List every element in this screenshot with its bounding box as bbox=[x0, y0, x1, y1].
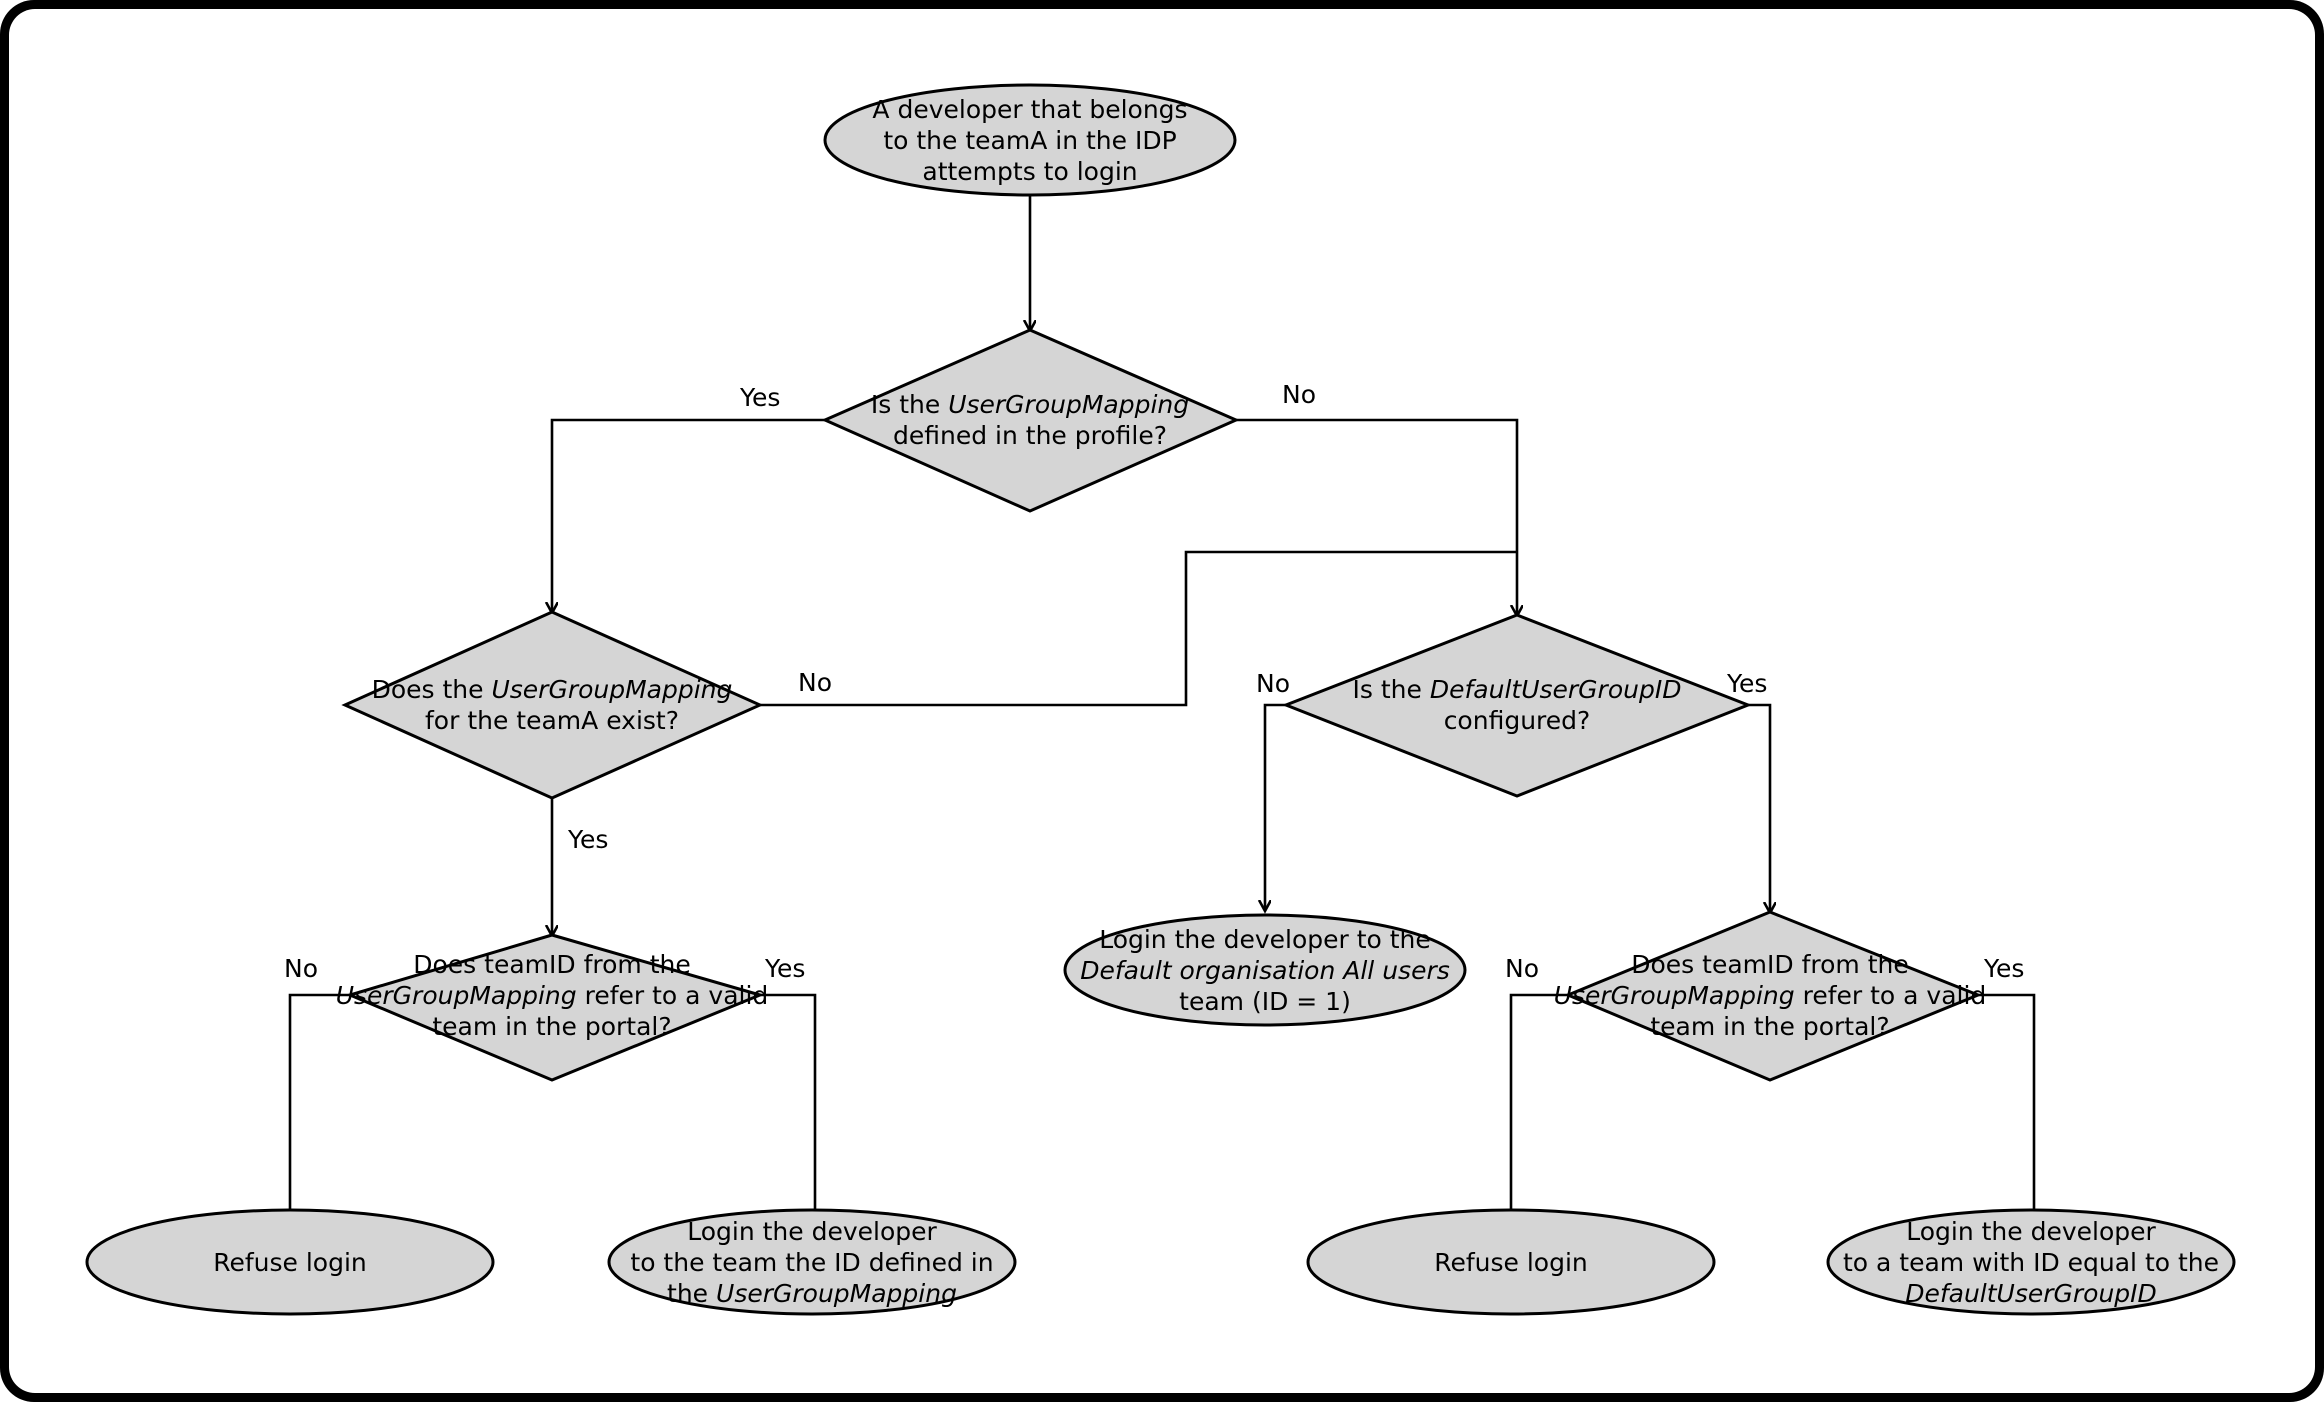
edge-teamid-left-no bbox=[290, 993, 350, 1235]
edge-teamid-right-no bbox=[1511, 993, 1568, 1235]
edge-label-mapping-teamA-no: No bbox=[798, 668, 832, 697]
edge-label-mapping-defined-no: No bbox=[1282, 380, 1316, 409]
node-decision-teamid-right[interactable] bbox=[1564, 910, 1983, 1082]
edge-label-teamid-left-yes: Yes bbox=[765, 954, 806, 983]
edge-mapping-teamA-no bbox=[760, 550, 1517, 707]
edge-label-default-group-no: No bbox=[1256, 669, 1290, 698]
node-decision-mapping-teamA[interactable] bbox=[341, 610, 764, 800]
edge-mapping-defined-yes bbox=[552, 418, 825, 612]
edge-default-group-yes bbox=[1748, 703, 1770, 912]
node-terminal-login-mapping[interactable] bbox=[607, 1208, 1017, 1316]
node-terminal-refuse-right[interactable] bbox=[1306, 1208, 1716, 1316]
diagram-canvas-background: A developer that belongs to the teamA in… bbox=[9, 9, 2315, 1393]
node-decision-default-group[interactable] bbox=[1281, 613, 1753, 798]
edge-default-group-no bbox=[1265, 703, 1286, 910]
node-terminal-refuse-left[interactable] bbox=[85, 1208, 495, 1316]
edge-label-mapping-teamA-yes: Yes bbox=[568, 825, 609, 854]
flowchart-svg bbox=[85, 83, 2236, 1316]
node-start[interactable] bbox=[823, 83, 1237, 197]
edge-label-teamid-right-no: No bbox=[1505, 954, 1539, 983]
edge-mapping-defined-no bbox=[1236, 418, 1517, 615]
edges-group bbox=[290, 194, 2034, 1235]
node-decision-teamid-left[interactable] bbox=[345, 933, 765, 1082]
diagram-canvas: A developer that belongs to the teamA in… bbox=[9, 9, 2315, 1393]
edge-label-default-group-yes: Yes bbox=[1727, 669, 1768, 698]
edge-teamid-right-yes bbox=[1978, 993, 2034, 1222]
edge-label-mapping-defined-yes: Yes bbox=[740, 383, 781, 412]
nodes-group bbox=[85, 83, 2236, 1316]
edge-label-teamid-right-yes: Yes bbox=[1984, 954, 2025, 983]
edge-label-teamid-left-no: No bbox=[284, 954, 318, 983]
edge-teamid-left-yes bbox=[760, 993, 815, 1222]
node-decision-mapping-defined[interactable] bbox=[821, 328, 1240, 513]
node-terminal-login-default[interactable] bbox=[1826, 1208, 2236, 1316]
node-terminal-default-org[interactable] bbox=[1063, 913, 1467, 1027]
